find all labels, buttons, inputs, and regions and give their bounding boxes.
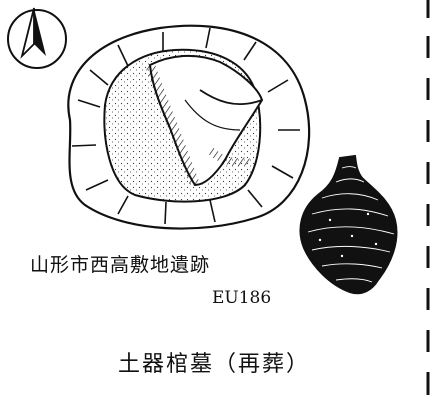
pit-outline bbox=[67, 24, 311, 230]
feature-code-label: EU186 bbox=[212, 288, 272, 308]
burial-urn-drawing bbox=[299, 154, 398, 295]
page-edge-marks bbox=[426, 0, 430, 395]
site-name-label: 山形市西高敷地遺跡 bbox=[30, 254, 211, 276]
north-arrow-icon bbox=[7, 7, 67, 69]
figure-caption: 土器棺墓（再葬） bbox=[118, 352, 311, 377]
